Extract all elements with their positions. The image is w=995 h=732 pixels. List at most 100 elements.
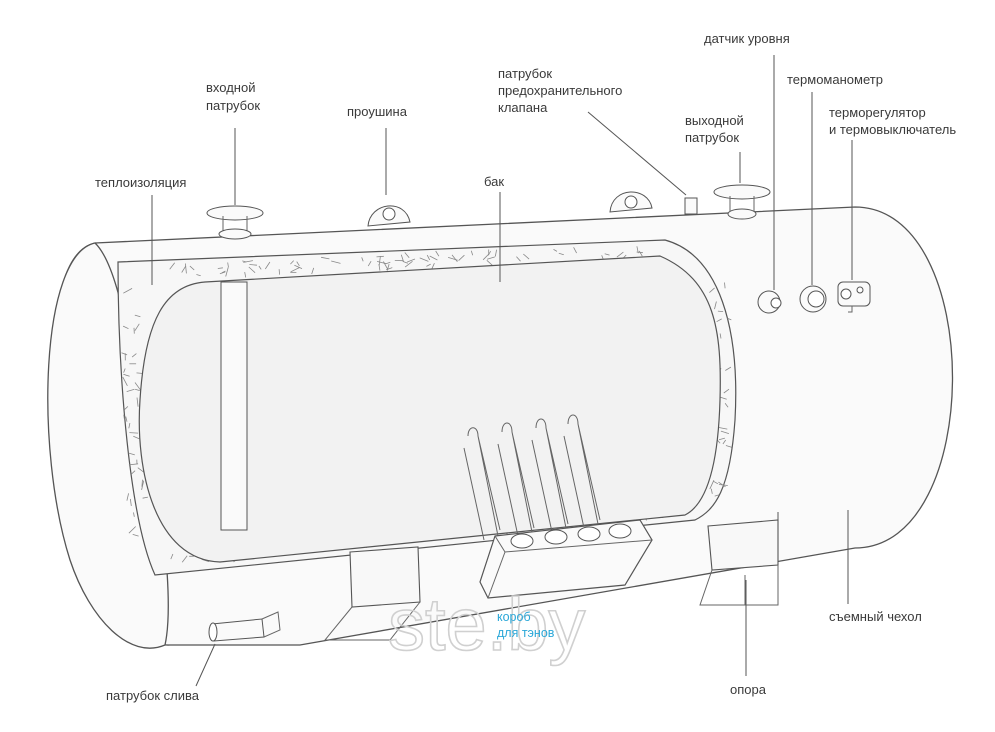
insulation-fleck <box>718 437 726 441</box>
heater-box-label-line1: короб <box>497 610 531 624</box>
insulation-fleck <box>714 301 717 310</box>
insulation-fleck <box>129 432 139 434</box>
insulation-fleck <box>383 261 389 270</box>
insulation-fleck <box>404 252 410 259</box>
insulation-fleck <box>296 261 300 267</box>
insulation-fleck <box>725 445 732 448</box>
heater-box-label: короб для тэнов <box>497 610 555 640</box>
insulation-fleck <box>125 416 128 422</box>
insulation-fleck <box>487 250 492 256</box>
insulation-fleck <box>710 488 713 494</box>
insulation-fleck <box>264 261 271 270</box>
insulation-fleck <box>249 264 258 266</box>
tank-label: бак <box>484 174 504 189</box>
valve-label-line3: клапана <box>498 100 548 115</box>
insulation-fleck <box>142 496 148 499</box>
heater-box <box>479 519 653 599</box>
insulation-fleck <box>196 274 201 277</box>
leader-lines <box>151 55 853 687</box>
insulation-fleck <box>225 266 229 277</box>
thermostat-label: терморегулятор и термовыключатель <box>829 105 956 137</box>
insulation-fleck <box>123 414 125 419</box>
insulation-fleck <box>718 484 728 486</box>
insulation-fleck <box>331 260 341 264</box>
insulation-fleck <box>723 388 730 394</box>
insulation-fleck <box>189 265 195 271</box>
insulation-fleck <box>124 406 129 410</box>
insulation-fleck <box>419 257 429 262</box>
insulation-fleck <box>516 256 521 262</box>
insulation-fleck <box>131 470 136 474</box>
insulation-fleck <box>321 256 330 260</box>
insulation-fleck <box>724 403 729 408</box>
insulation-fleck <box>278 269 280 275</box>
insulation-fleck <box>407 258 416 263</box>
insulation-fleck <box>385 261 391 265</box>
insulation-fleck <box>244 272 247 278</box>
insulation-fleck <box>523 253 530 260</box>
inlet-label-line2: патрубок <box>206 98 260 113</box>
insulation-fleck <box>722 439 727 445</box>
supports <box>323 519 779 641</box>
insulation-fleck <box>123 373 130 377</box>
insulation-fleck <box>128 526 136 534</box>
insulation-fleck <box>713 480 719 485</box>
insulation-fleck <box>725 366 732 371</box>
outlet-label-line2: патрубок <box>685 130 739 145</box>
inner-tank <box>138 255 721 563</box>
insulation-fleck <box>122 376 128 386</box>
insulation-fleck <box>404 260 413 268</box>
insulation-fleck <box>378 256 381 266</box>
insulation-fleck <box>169 262 176 270</box>
insulation-fleck <box>227 262 229 268</box>
lug-label: проушина <box>347 104 408 119</box>
insulation-fleck <box>130 498 132 506</box>
insulation-fleck <box>185 263 187 274</box>
valve-label-line1: патрубок <box>498 66 552 81</box>
insulation-fleck <box>553 249 558 252</box>
insulation-fleck <box>134 323 140 331</box>
insulation-fleck <box>604 253 610 256</box>
cover-label: съемный чехол <box>829 609 922 624</box>
support-label: опора <box>730 682 767 697</box>
heating-elements <box>463 414 601 541</box>
valve-label-line2: предохранительного <box>498 83 622 98</box>
insulation-fleck <box>141 479 143 487</box>
insulation-fleck <box>709 480 715 490</box>
insulation-fleck <box>376 255 384 258</box>
insulation-fleck <box>170 553 174 560</box>
insulation-fleck <box>248 266 256 273</box>
insulation-fleck <box>716 318 722 323</box>
outlet-label: выходной патрубок <box>685 113 747 145</box>
insulation-fleck <box>426 254 431 261</box>
insulation-fleck <box>181 265 187 273</box>
insulation-fleck <box>290 267 300 273</box>
insulation-fleck <box>400 254 404 262</box>
insulation-fleck <box>217 267 223 269</box>
insulation-fleck <box>134 388 140 391</box>
insulation-fleck <box>134 382 142 391</box>
drain-pipe <box>208 611 281 642</box>
insulation-fleck <box>429 255 438 261</box>
heater-flanges <box>510 523 632 549</box>
insulation-fleck <box>470 250 474 256</box>
insulation-fleck <box>367 260 372 267</box>
side-instruments <box>757 281 871 314</box>
insulation-fleck <box>294 264 303 269</box>
watermark: ste.by <box>388 583 585 666</box>
insulation-fleck <box>447 257 458 261</box>
inlet-label: входной патрубок <box>206 80 260 113</box>
insulation-fleck <box>435 250 440 257</box>
insulation-fleck <box>126 493 129 501</box>
insulation-fleck <box>128 452 135 456</box>
insulation-fleck <box>311 267 315 275</box>
labels: входной патрубок проушина патрубок предо… <box>95 31 956 703</box>
insulation-fleck <box>243 260 253 263</box>
insulation-fleck <box>558 252 564 256</box>
insulation-fleck <box>494 249 497 257</box>
top-fittings <box>206 184 771 240</box>
insulation-fleck <box>290 260 294 265</box>
insulation-fleck <box>724 282 726 289</box>
outlet-label-line1: выходной <box>685 113 744 128</box>
insulation-fleck <box>573 247 577 254</box>
